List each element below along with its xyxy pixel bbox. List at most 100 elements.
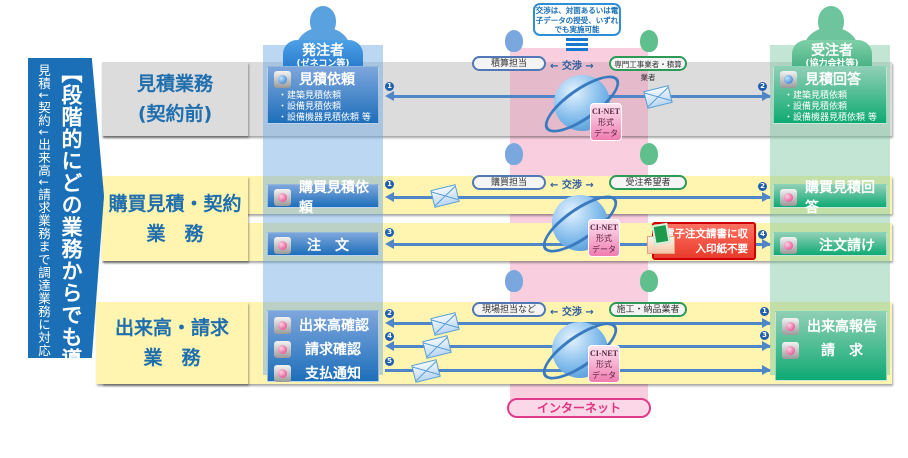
person-icon bbox=[640, 143, 658, 165]
clnet-line1: CI-NET bbox=[589, 223, 618, 232]
arrow-left-icon bbox=[385, 91, 394, 101]
doc-billing-contractor: 出来高報告 請 求 bbox=[775, 311, 887, 381]
bullet-icon bbox=[274, 70, 291, 88]
step-number: 1 bbox=[385, 82, 394, 91]
doc-title: 見積回答 bbox=[774, 67, 886, 91]
negotiator-right: 受注希望者 bbox=[609, 175, 687, 190]
doc-title-text: 購買見積依頼 bbox=[299, 180, 369, 216]
step-number: 1 bbox=[760, 307, 769, 316]
step-number: 3 bbox=[760, 331, 769, 340]
doc-title-text: 注文請け bbox=[819, 238, 875, 254]
clnet-data-label: CI-NET 形式 データ bbox=[590, 103, 622, 141]
step-number: 1 bbox=[385, 180, 394, 189]
clnet-line1: CI-NET bbox=[591, 107, 620, 116]
contractor-subtitle: (協力会社等) bbox=[805, 59, 859, 69]
bullet-icon bbox=[782, 341, 799, 359]
step-number: 4 bbox=[758, 230, 767, 239]
contractor-title: 受注者 bbox=[811, 43, 853, 59]
bubble-tail bbox=[566, 43, 588, 46]
clnet-data-label: CI-NET 形式 データ bbox=[588, 345, 620, 383]
step-number: 5 bbox=[385, 357, 394, 366]
person-icon bbox=[640, 270, 658, 292]
doc-title: 購買見積回答 bbox=[774, 180, 886, 216]
doc-title-text: 購買見積回答 bbox=[805, 180, 875, 216]
bullet-icon bbox=[780, 188, 797, 206]
row-label-purchase: 購買見積・契約 業 務 bbox=[102, 176, 248, 261]
negotiation-label: ← 交渉 → bbox=[550, 61, 594, 72]
row-label-estimate: 見積業務 (契約前) bbox=[102, 62, 248, 136]
orderer-subtitle: (ゼネコン等) bbox=[296, 59, 350, 69]
arrow-right-icon bbox=[762, 91, 771, 101]
doc-subitem: ・設備機器見積依頼 等 bbox=[784, 113, 877, 123]
negotiation-note-bubble: 交渉は、対面あるいは電子データの授受、いずれでも実施可能 bbox=[533, 3, 621, 36]
negotiator-right: 施工・納品業者 bbox=[609, 302, 687, 317]
left-banner bbox=[28, 58, 104, 358]
doc-title: 見積依頼 bbox=[268, 67, 378, 91]
envelope-document-icon bbox=[647, 222, 675, 254]
doc-subitem: ・建築見積依頼 bbox=[278, 91, 342, 101]
doc-title-text: 出来高報告 bbox=[807, 319, 877, 335]
doc-estimate-request: 見積依頼 ・建築見積依頼 ・設備見積依頼 ・設備機器見積依頼 等 bbox=[267, 66, 379, 124]
banner-title: 【段階的にどの業務からでも導入可能】 bbox=[59, 62, 83, 458]
negotiation-label: ← 交渉 → bbox=[550, 307, 594, 318]
arrow-left-icon bbox=[385, 318, 394, 328]
arrow-left-icon bbox=[385, 341, 394, 351]
doc-title: 支払通知 bbox=[268, 361, 378, 385]
arrow-right-icon bbox=[762, 239, 771, 249]
clnet-data-label: CI-NET 形式 データ bbox=[588, 219, 620, 257]
bullet-icon bbox=[274, 364, 291, 382]
doc-order-acceptance: 注文請け bbox=[773, 232, 887, 256]
negotiator-left: 現場担当など bbox=[472, 302, 546, 317]
step-number: 2 bbox=[758, 182, 767, 191]
document-sheet bbox=[651, 222, 671, 246]
bubble-tail bbox=[566, 38, 588, 41]
step-number: 2 bbox=[385, 309, 394, 318]
bubble-tail bbox=[566, 48, 588, 51]
clnet-line2: 形式 bbox=[598, 118, 614, 127]
arrow-right-icon bbox=[762, 192, 771, 202]
arrow-right-icon bbox=[762, 318, 771, 328]
internet-label: インターネット bbox=[507, 398, 651, 418]
row-label-line1: 見積業務 bbox=[136, 73, 213, 95]
doc-subitem: ・設備機器見積依頼 等 bbox=[278, 113, 371, 123]
step-number: 3 bbox=[385, 228, 394, 237]
row-label-line2: (契約前) bbox=[137, 103, 213, 125]
doc-purchase-estimate-request: 購買見積依頼 bbox=[267, 180, 379, 216]
negotiator-left: 積算担当 bbox=[472, 56, 546, 71]
doc-title: 出来高確認 bbox=[268, 313, 378, 337]
bullet-icon bbox=[274, 236, 291, 254]
doc-purchase-estimate-response: 購買見積回答 bbox=[773, 180, 887, 216]
doc-order: 注 文 bbox=[267, 232, 379, 256]
clnet-line1: CI-NET bbox=[589, 349, 618, 358]
doc-title: 注文請け bbox=[774, 233, 886, 257]
clnet-line2: 形式 bbox=[596, 360, 612, 369]
step-number: 2 bbox=[758, 82, 767, 91]
row-label-billing: 出来高・請求 業 務 bbox=[96, 302, 248, 384]
clnet-line2: 形式 bbox=[596, 234, 612, 243]
doc-title: 注 文 bbox=[268, 233, 378, 257]
arrow-right-icon bbox=[762, 365, 771, 375]
doc-title-text: 見積依頼 bbox=[299, 72, 355, 88]
row-label-line2: 業 務 bbox=[146, 222, 204, 245]
arrow-right-icon bbox=[762, 341, 771, 351]
banner-subtitle: 見積↓契約↓出来高↓請求業務まで調達業務に対応 bbox=[36, 64, 51, 357]
negotiation-label: ← 交渉 → bbox=[550, 180, 594, 191]
row-label-line2: 業 務 bbox=[143, 347, 201, 369]
clnet-line3: データ bbox=[594, 129, 618, 138]
row-label-line1: 購買見積・契約 bbox=[108, 192, 242, 215]
doc-title: 請 求 bbox=[776, 338, 886, 362]
doc-title-text: 請 求 bbox=[821, 343, 863, 359]
bullet-icon bbox=[780, 236, 797, 254]
person-icon bbox=[505, 143, 523, 165]
doc-title-text: 請求確認 bbox=[305, 342, 361, 358]
step-number: 4 bbox=[385, 332, 394, 341]
negotiator-left: 購買担当 bbox=[472, 175, 546, 190]
row-label-line1: 出来高・請求 bbox=[114, 317, 229, 339]
clnet-line3: データ bbox=[592, 245, 616, 254]
bullet-icon bbox=[274, 340, 291, 358]
doc-title-text: 注 文 bbox=[307, 238, 349, 254]
bullet-icon bbox=[274, 316, 291, 334]
doc-subitem: ・設備見積依頼 bbox=[278, 102, 342, 112]
doc-title-text: 支払通知 bbox=[305, 366, 361, 382]
negotiator-right: 専門工事業者・積算業者 bbox=[609, 56, 687, 82]
